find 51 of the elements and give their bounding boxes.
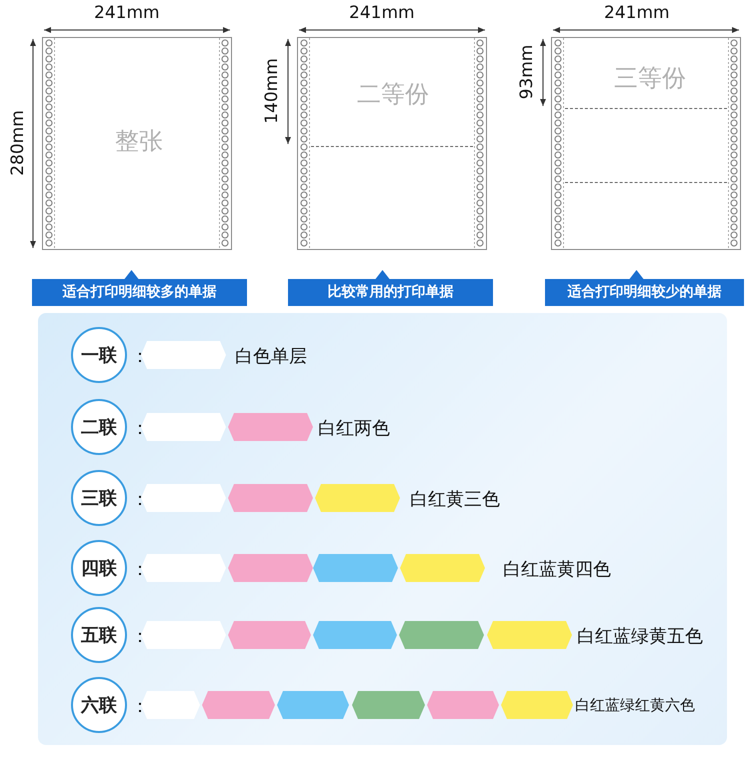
callout-text: 比较常用的打印单据 xyxy=(326,283,454,302)
color-strip xyxy=(228,621,311,649)
dimension-label: 241mm xyxy=(604,3,670,23)
color-strip xyxy=(228,413,313,441)
colon-mark: ： xyxy=(131,625,149,648)
paper-sheet xyxy=(42,37,232,250)
sheet-label: 二等份 xyxy=(357,79,429,110)
callout-banner xyxy=(32,270,247,306)
color-strip xyxy=(315,484,400,512)
color-description: 白色单层 xyxy=(235,345,307,368)
colon-mark: ： xyxy=(131,558,149,581)
color-strip xyxy=(228,484,313,512)
callout-banner xyxy=(288,270,493,306)
color-description: 白红蓝绿红黄六色 xyxy=(575,696,695,715)
color-strip xyxy=(141,554,226,582)
paper-sheet xyxy=(551,37,741,250)
dimension-label: 140mm xyxy=(262,58,282,124)
color-strip xyxy=(399,621,484,649)
color-strip xyxy=(501,691,573,719)
colon-mark: ： xyxy=(131,345,149,368)
color-strip xyxy=(313,554,398,582)
callout-banner xyxy=(545,270,744,306)
color-strip xyxy=(202,691,275,719)
colon-mark: ： xyxy=(131,488,149,511)
color-description: 白红蓝黄四色 xyxy=(503,558,611,581)
color-strip xyxy=(141,691,200,719)
dimension-label: 280mm xyxy=(8,110,28,176)
colon-mark: ： xyxy=(131,417,149,440)
callout-text: 适合打印明细较多的单据 xyxy=(62,283,218,302)
color-description: 白红蓝绿黄五色 xyxy=(577,625,703,648)
color-strip xyxy=(141,621,226,649)
dimension-label: 93mm xyxy=(517,44,537,100)
color-strip xyxy=(141,484,226,512)
color-strip xyxy=(313,621,397,649)
paper-sheet xyxy=(297,37,487,250)
color-description: 白红黄三色 xyxy=(410,488,500,511)
color-strip xyxy=(141,341,226,369)
sheet-label: 三等份 xyxy=(614,63,686,94)
color-strip xyxy=(400,554,485,582)
colon-mark: ： xyxy=(131,695,149,718)
callout-text: 适合打印明细较少的单据 xyxy=(566,283,722,302)
color-strip xyxy=(228,554,313,582)
dimension-label: 241mm xyxy=(94,3,160,23)
sheet-label: 整张 xyxy=(115,126,163,157)
color-strip xyxy=(352,691,425,719)
color-strip xyxy=(141,413,226,441)
dimension-label: 241mm xyxy=(349,3,415,23)
color-strip xyxy=(427,691,499,719)
color-strip xyxy=(487,621,572,649)
color-strip xyxy=(277,691,349,719)
color-description: 白红两色 xyxy=(318,417,390,440)
